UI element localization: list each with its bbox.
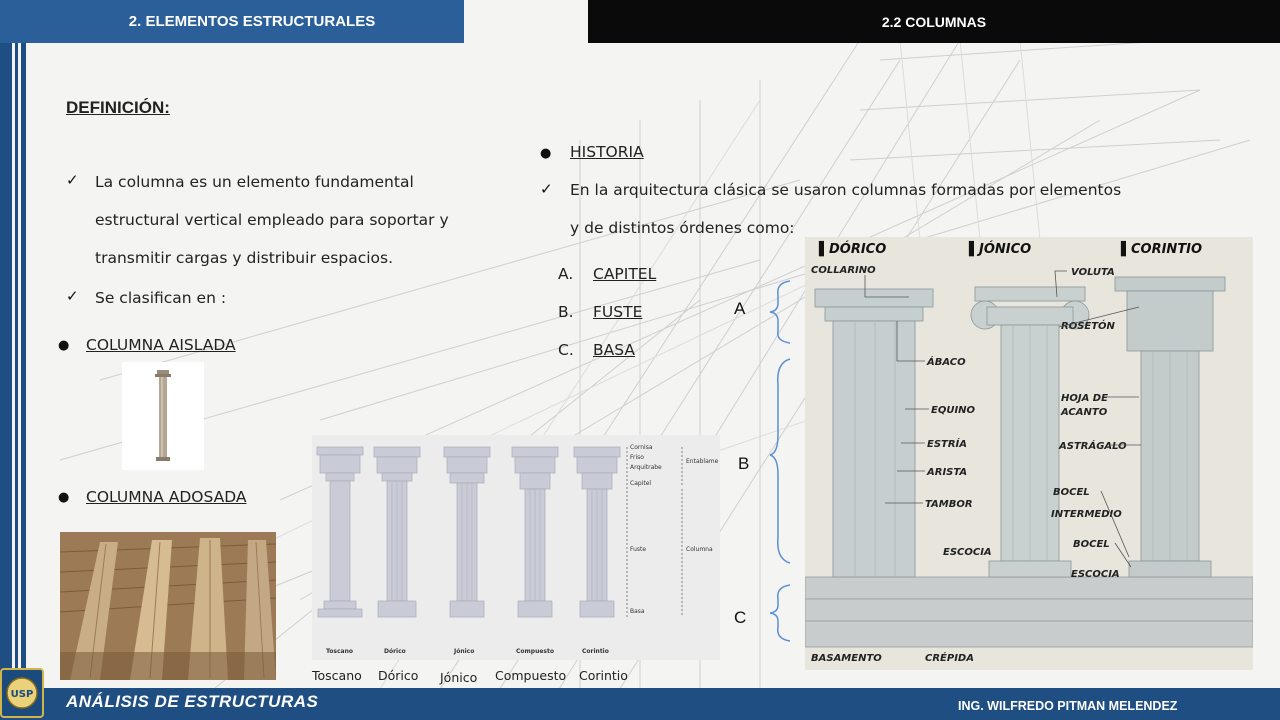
order-caption-compuesto: Compuesto [495,668,567,683]
check-icon: ✓ [66,287,79,305]
svg-text:ARISTA: ARISTA [926,467,967,478]
svg-text:Cornisa: Cornisa [630,444,653,451]
type-attached-column: COLUMNA ADOSADA [86,488,247,506]
svg-text:VOLUTA: VOLUTA [1071,267,1115,278]
university-logo-emblem: USP [6,677,38,709]
history-line: y de distintos órdenes como: [570,219,795,237]
orders-comparison-figure: Cornisa Friso Arquitrabe Capitel Fuste B… [312,435,720,660]
svg-text:COLLARINO: COLLARINO [811,265,876,276]
left-frame-bars [0,0,30,720]
check-icon: ✓ [66,171,79,189]
svg-text:Toscano: Toscano [326,648,353,655]
svg-text:Fuste: Fuste [630,546,646,553]
section-header: 2. ELEMENTOS ESTRUCTURALES [0,0,464,43]
svg-text:BASAMENTO: BASAMENTO [811,653,882,664]
bullet-icon: ● [540,146,552,161]
subsection-title: 2.2 COLUMNAS [881,13,987,30]
definition-line: transmitir cargas y distribuir espacios. [95,249,394,267]
svg-text:Compuesto: Compuesto [516,648,554,655]
definition-paragraph: La columna es un elemento fundamental es… [95,163,515,277]
svg-text:ÁBACO: ÁBACO [926,355,966,368]
svg-text:ESTRÍA: ESTRÍA [927,437,967,450]
brace-label-b: B [738,454,750,473]
check-icon: ✓ [540,180,553,198]
definition-line: La columna es un elemento fundamental [95,173,414,191]
brace-label-c: C [734,608,747,627]
svg-text:Dórico: Dórico [384,648,406,655]
isolated-column-image [122,362,204,470]
type-isolated-column: COLUMNA AISLADA [86,336,236,354]
svg-text:Capitel: Capitel [630,480,651,487]
footer-bar [0,688,1280,720]
history-title: HISTORIA [570,143,644,161]
part-item-basa: C.BASA [558,341,635,359]
svg-text:Jónico: Jónico [453,648,474,655]
svg-text:EQUINO: EQUINO [931,405,976,416]
definition-heading: DEFINICIÓN: [66,98,170,117]
history-paragraph: En la arquitectura clásica se usaron col… [570,171,1210,247]
order-caption-dorico: Dórico [378,668,419,683]
svg-text:CRÉPIDA: CRÉPIDA [925,651,974,664]
svg-text:▌JÓNICO: ▌JÓNICO [968,240,1031,257]
svg-text:Friso: Friso [630,454,644,461]
svg-text:TAMBOR: TAMBOR [925,499,973,510]
svg-text:Entablame: Entablame [686,458,719,465]
bullet-icon: ● [58,338,70,353]
svg-text:BOCEL: BOCEL [1073,539,1110,550]
svg-text:Basa: Basa [630,608,645,615]
author-name: ING. WILFREDO PITMAN MELENDEZ [958,699,1178,713]
order-caption-corintio: Corintio [579,668,628,683]
svg-text:ROSETÓN: ROSETÓN [1061,319,1116,332]
braces-graphic [769,280,791,642]
svg-text:▌DÓRICO: ▌DÓRICO [818,240,886,257]
svg-text:USP: USP [11,689,34,700]
svg-text:ESCOCIA: ESCOCIA [943,547,992,558]
classical-orders-figure: ▌DÓRICO ▌JÓNICO ▌CORINTIO COLLARINO ÁBAC… [805,237,1253,670]
course-title: ANÁLISIS DE ESTRUCTURAS [66,692,319,711]
bullet-icon: ● [58,490,70,505]
order-caption-toscano: Toscano [312,668,362,683]
classify-text: Se clasifican en : [95,289,227,307]
part-item-capitel: A.CAPITEL [558,265,657,283]
svg-text:ESCOCIA: ESCOCIA [1071,569,1120,580]
svg-text:▌CORINTIO: ▌CORINTIO [1120,240,1202,257]
svg-text:Corintio: Corintio [582,648,609,655]
part-item-fuste: B.FUSTE [558,303,643,321]
subsection-header: 2.2 COLUMNAS [588,0,1280,43]
definition-line: estructural vertical empleado para sopor… [95,211,449,229]
svg-text:BOCEL: BOCEL [1053,487,1090,498]
history-line: En la arquitectura clásica se usaron col… [570,181,1122,199]
university-logo: USP [0,668,44,718]
svg-text:ACANTO: ACANTO [1060,407,1108,418]
svg-text:Arquitrabe: Arquitrabe [630,464,662,471]
order-caption-jonico: Jónico [440,670,478,685]
svg-text:Columna: Columna [686,546,713,553]
parts-list: A.CAPITEL B.FUSTE C.BASA [558,255,656,369]
section-title: 2. ELEMENTOS ESTRUCTURALES [128,13,376,30]
svg-text:HOJA DE: HOJA DE [1061,393,1108,404]
svg-text:INTERMEDIO: INTERMEDIO [1051,509,1122,520]
svg-text:ASTRÁGALO: ASTRÁGALO [1058,439,1127,452]
brace-label-a: A [734,299,746,318]
attached-columns-photo [60,532,276,680]
